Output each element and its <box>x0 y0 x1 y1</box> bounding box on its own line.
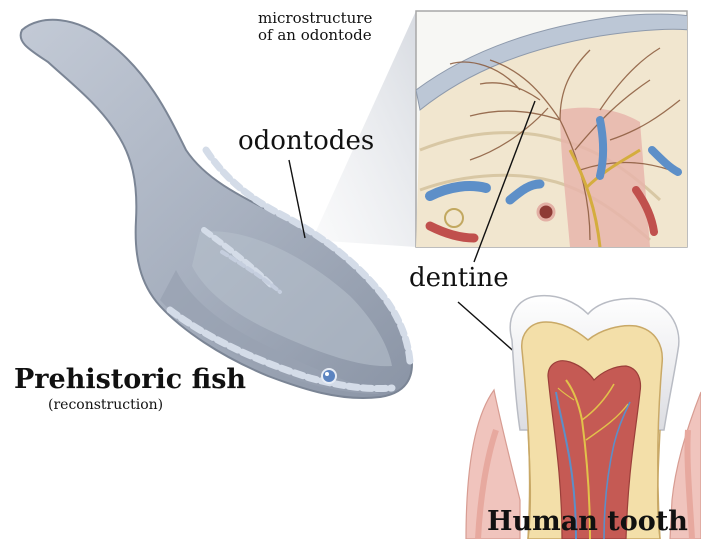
dentine-label: dentine <box>409 264 509 293</box>
human-tooth-title: Human tooth <box>487 507 688 537</box>
fish-eye <box>322 369 336 383</box>
microstructure-label-line2: of an odontode <box>258 27 372 44</box>
prehistoric-fish-title: Prehistoric fish <box>14 365 246 395</box>
microstructure-label-line1: microstructure <box>258 10 372 27</box>
reconstruction-subtitle: (reconstruction) <box>48 398 163 414</box>
human-tooth-illustration <box>466 296 701 539</box>
microstructure-label: microstructure of an odontode <box>258 10 372 44</box>
odontodes-label: odontodes <box>238 127 374 156</box>
odontode-microstructure-inset <box>416 11 690 247</box>
